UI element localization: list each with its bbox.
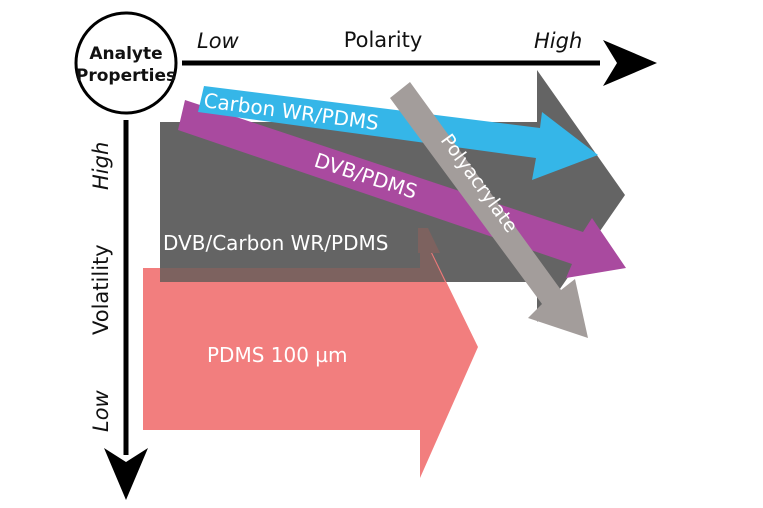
carbon-pdms-arrow xyxy=(198,86,598,180)
overlap-shading-2 xyxy=(418,228,440,253)
overlap-shading xyxy=(160,230,445,282)
pdms-100-label: PDMS 100 µm xyxy=(207,343,348,367)
volatility-axis xyxy=(104,120,148,500)
volatility-high-label: High xyxy=(89,142,113,190)
volatility-title: Volatility xyxy=(89,244,113,335)
polarity-arrowhead-icon xyxy=(603,40,657,86)
dvb-carbon-pdms-label: DVB/Carbon WR/PDMS xyxy=(163,231,388,255)
polarity-high-label: High xyxy=(534,29,582,53)
analyte-label-line2: Properties xyxy=(76,66,176,86)
volatility-arrowhead-icon xyxy=(104,448,148,500)
pdms-100-arrow xyxy=(143,228,478,478)
polarity-title: Polarity xyxy=(344,28,423,52)
analyte-label-line1: Analyte xyxy=(89,44,162,64)
analyte-circle xyxy=(74,11,178,115)
polarity-axis xyxy=(182,40,657,86)
polyacrylate-arrow xyxy=(390,82,588,338)
analyte-properties-node: Analyte Properties xyxy=(74,11,178,115)
volatility-low-label: Low xyxy=(89,389,113,432)
polarity-low-label: Low xyxy=(197,29,240,53)
